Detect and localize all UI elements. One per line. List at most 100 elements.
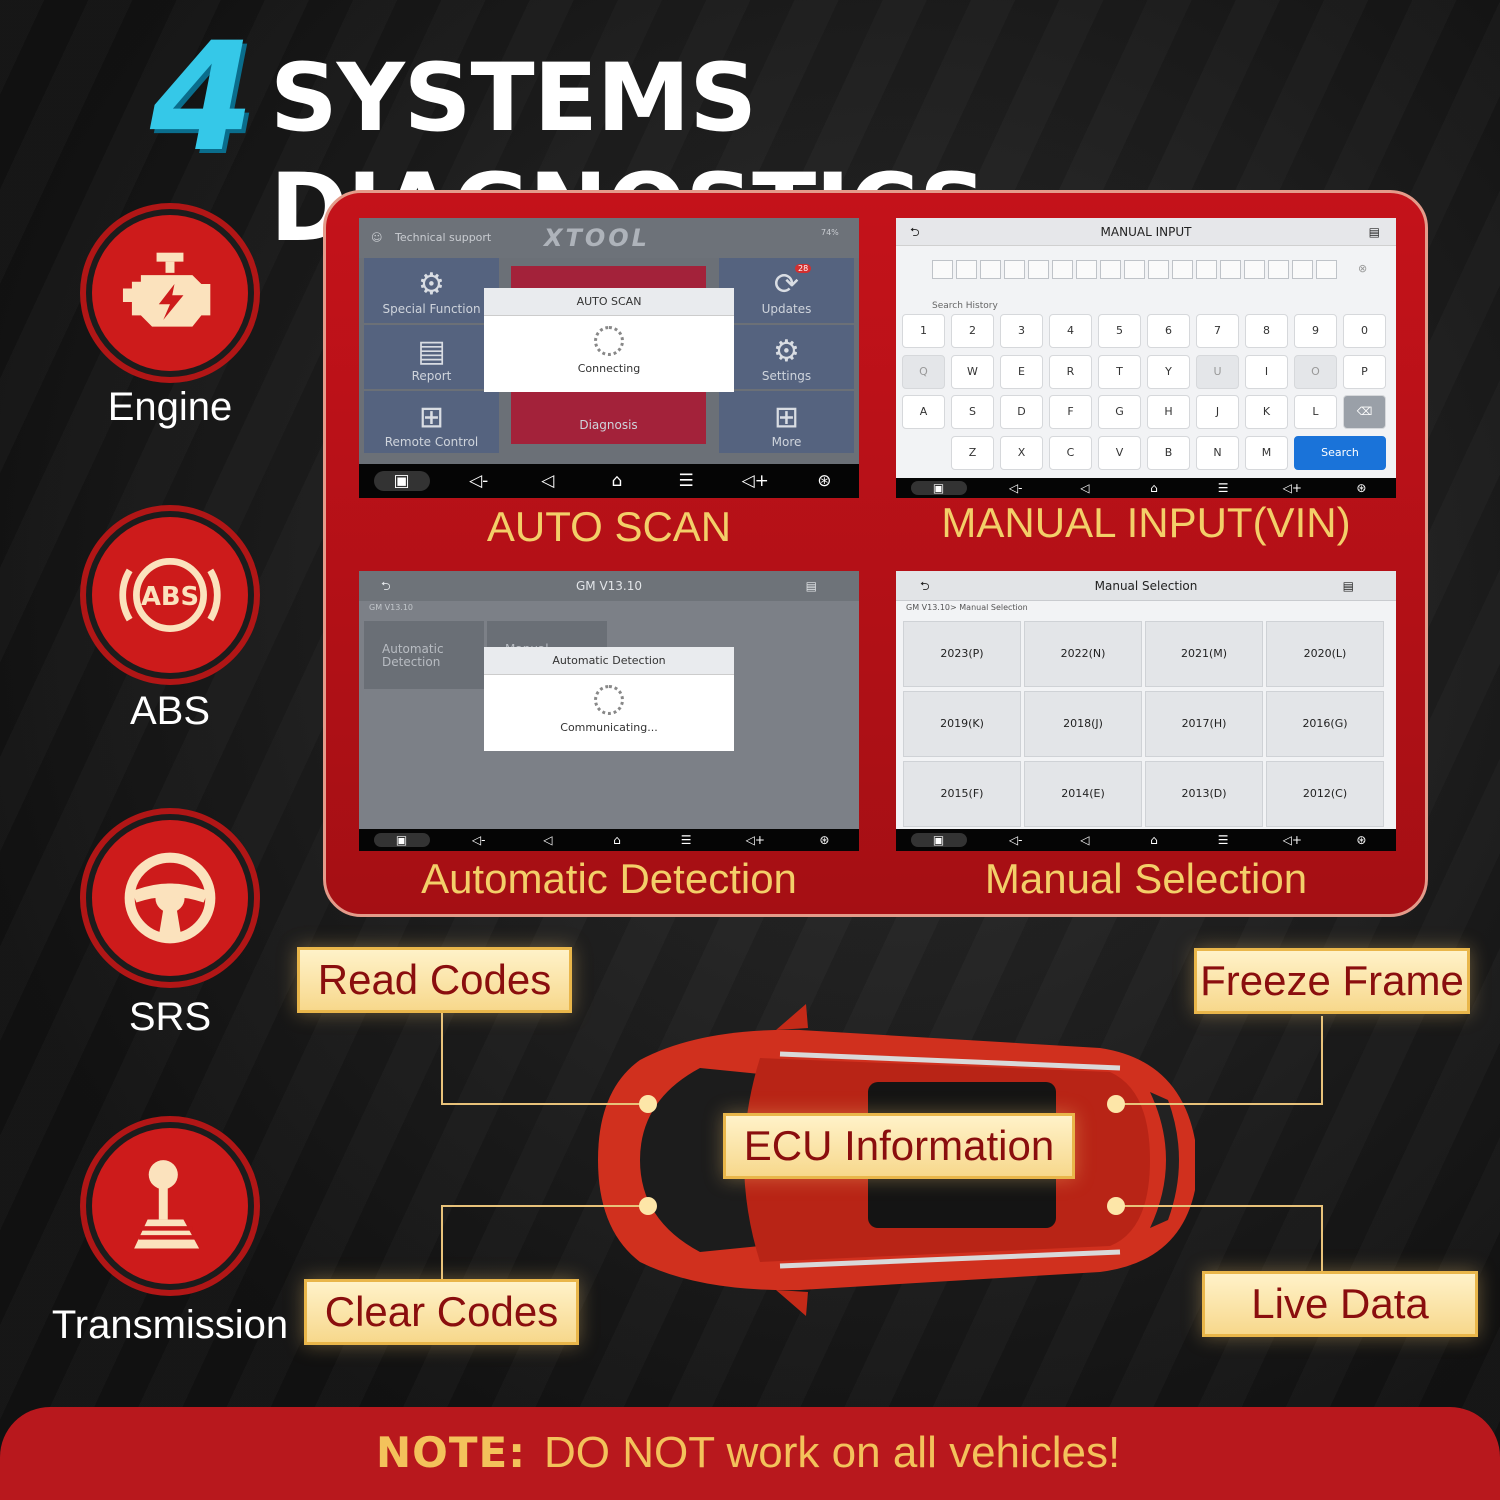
volume-down-icon[interactable]: ◁- [471, 833, 486, 847]
key-w[interactable]: W [951, 355, 994, 389]
key-9[interactable]: 9 [1294, 314, 1337, 348]
key-d[interactable]: D [1000, 395, 1043, 429]
year-option[interactable]: 2013(D) [1145, 761, 1263, 827]
system-engine: Engine [40, 215, 300, 505]
key-v[interactable]: V [1098, 436, 1141, 470]
vci-icon[interactable]: ⊛ [817, 471, 832, 491]
volume-up-icon[interactable]: ◁+ [1282, 481, 1302, 495]
key-7[interactable]: 7 [1196, 314, 1239, 348]
key-2[interactable]: 2 [951, 314, 994, 348]
back-icon[interactable]: ◁ [1080, 481, 1090, 495]
year-option[interactable]: 2017(H) [1145, 691, 1263, 757]
year-option[interactable]: 2023(P) [903, 621, 1021, 687]
key-g[interactable]: G [1098, 395, 1141, 429]
message-icon[interactable]: ▤ [805, 579, 817, 593]
key-p[interactable]: P [1343, 355, 1386, 389]
key-6[interactable]: 6 [1147, 314, 1190, 348]
message-icon[interactable]: ▤ [1368, 225, 1380, 239]
vci-icon[interactable]: ⊛ [1356, 833, 1367, 847]
backspace-icon[interactable]: ⌫ [1343, 395, 1386, 429]
key-t[interactable]: T [1098, 355, 1141, 389]
key-5[interactable]: 5 [1098, 314, 1141, 348]
key-j[interactable]: J [1196, 395, 1239, 429]
key-b[interactable]: B [1147, 436, 1190, 470]
key-k[interactable]: K [1245, 395, 1288, 429]
remote-control-icon: ⊞ [418, 400, 445, 435]
vin-input-boxes[interactable] [932, 260, 1337, 279]
key-r[interactable]: R [1049, 355, 1092, 389]
key-s[interactable]: S [951, 395, 994, 429]
clear-icon[interactable]: ⊗ [1358, 262, 1368, 275]
key-o[interactable]: O [1294, 355, 1337, 389]
screenshot-icon[interactable]: ▣ [910, 481, 967, 495]
home-icon[interactable]: ⌂ [1150, 833, 1158, 847]
key-y[interactable]: Y [1147, 355, 1190, 389]
search-button[interactable]: Search [1294, 436, 1386, 470]
key-u[interactable]: U [1196, 355, 1239, 389]
key-z[interactable]: Z [951, 436, 994, 470]
key-x[interactable]: X [1000, 436, 1043, 470]
home-icon[interactable]: ⌂ [613, 833, 621, 847]
message-icon[interactable]: ▤ [1342, 579, 1354, 593]
key-h[interactable]: H [1147, 395, 1190, 429]
year-option[interactable]: 2018(J) [1024, 691, 1142, 757]
volume-down-icon[interactable]: ◁- [469, 471, 489, 491]
key-e[interactable]: E [1000, 355, 1043, 389]
year-option[interactable]: 2012(C) [1266, 761, 1384, 827]
volume-up-icon[interactable]: ◁+ [1282, 833, 1302, 847]
automatic-detection-tab[interactable]: Automatic Detection [364, 621, 484, 689]
menu-icon[interactable]: ☰ [1217, 481, 1229, 495]
menu-icon[interactable]: ☰ [678, 471, 694, 491]
manual-selection-header: ⮌ Manual Selection ▤ [896, 571, 1396, 601]
year-option[interactable]: 2016(G) [1266, 691, 1384, 757]
year-option[interactable]: 2021(M) [1145, 621, 1263, 687]
key-3[interactable]: 3 [1000, 314, 1043, 348]
back-icon[interactable]: ◁ [543, 833, 553, 847]
key-f[interactable]: F [1049, 395, 1092, 429]
key-i[interactable]: I [1245, 355, 1288, 389]
key-m[interactable]: M [1245, 436, 1288, 470]
back-arrow-icon[interactable]: ⮌ [910, 225, 920, 239]
vci-icon[interactable]: ⊛ [1356, 481, 1367, 495]
back-arrow-icon[interactable]: ⮌ [920, 579, 930, 593]
back-icon[interactable]: ◁ [541, 471, 555, 491]
key-c[interactable]: C [1049, 436, 1092, 470]
settings-tile[interactable]: ⚙Settings [719, 325, 854, 389]
more-tile[interactable]: ⊞More [719, 391, 854, 453]
volume-up-icon[interactable]: ◁+ [741, 471, 769, 491]
key-0[interactable]: 0 [1343, 314, 1386, 348]
vci-icon[interactable]: ⊛ [819, 833, 830, 847]
key-l[interactable]: L [1294, 395, 1337, 429]
key-n[interactable]: N [1196, 436, 1239, 470]
home-icon[interactable]: ⌂ [1150, 481, 1158, 495]
screenshot-icon[interactable]: ▣ [373, 833, 430, 847]
menu-icon[interactable]: ☰ [680, 833, 692, 847]
report-tile[interactable]: ▤Report [364, 325, 499, 389]
year-option[interactable]: 2022(N) [1024, 621, 1142, 687]
technical-support-link[interactable]: Technical support [395, 231, 492, 244]
volume-down-icon[interactable]: ◁- [1008, 833, 1023, 847]
diagnosis-label: Diagnosis [579, 418, 638, 432]
back-arrow-icon[interactable]: ⮌ [381, 579, 391, 593]
screenshot-icon[interactable]: ▣ [373, 471, 430, 491]
year-option[interactable]: 2020(L) [1266, 621, 1384, 687]
back-icon[interactable]: ◁ [1080, 833, 1090, 847]
key-q[interactable]: Q [902, 355, 945, 389]
support-icon[interactable]: ☺ [371, 231, 383, 244]
key-a[interactable]: A [902, 395, 945, 429]
year-option[interactable]: 2019(K) [903, 691, 1021, 757]
volume-down-icon[interactable]: ◁- [1008, 481, 1023, 495]
year-option[interactable]: 2015(F) [903, 761, 1021, 827]
menu-icon[interactable]: ☰ [1217, 833, 1229, 847]
key-1[interactable]: 1 [902, 314, 945, 348]
special-function-tile[interactable]: ⚙Special Function [364, 258, 499, 323]
home-icon[interactable]: ⌂ [611, 471, 623, 491]
manual-input-header: ⮌ MANUAL INPUT ▤ [896, 218, 1396, 246]
key-8[interactable]: 8 [1245, 314, 1288, 348]
volume-up-icon[interactable]: ◁+ [745, 833, 765, 847]
key-4[interactable]: 4 [1049, 314, 1092, 348]
remote-control-tile[interactable]: ⊞Remote Control [364, 391, 499, 453]
screenshot-icon[interactable]: ▣ [910, 833, 967, 847]
year-option[interactable]: 2014(E) [1024, 761, 1142, 827]
